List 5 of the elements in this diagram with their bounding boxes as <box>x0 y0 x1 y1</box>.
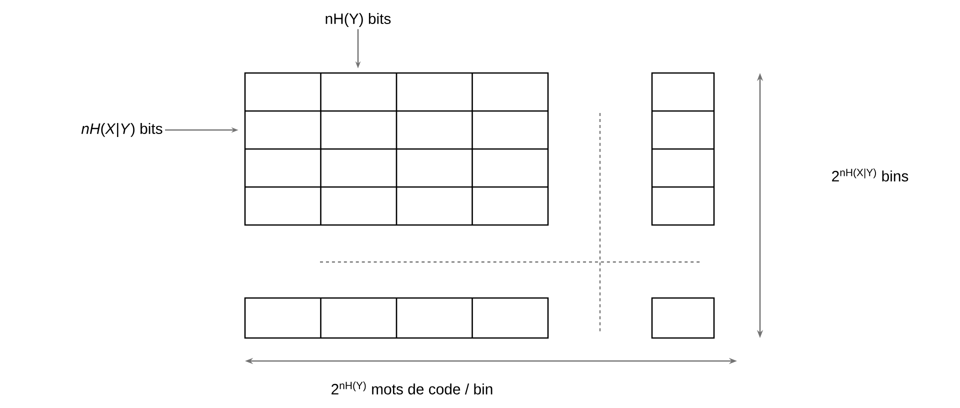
dimension-label: 2$^{nH(X|Y)}$ bins <box>832 168 908 182</box>
dimension-label: 2$^{nH(Y)}$ mots de code / bin <box>332 382 492 394</box>
node-label: nH(Y) bits <box>326 13 391 27</box>
grid-drawing <box>244 72 549 226</box>
node-label: nH(X|Y) bits <box>81 123 162 137</box>
